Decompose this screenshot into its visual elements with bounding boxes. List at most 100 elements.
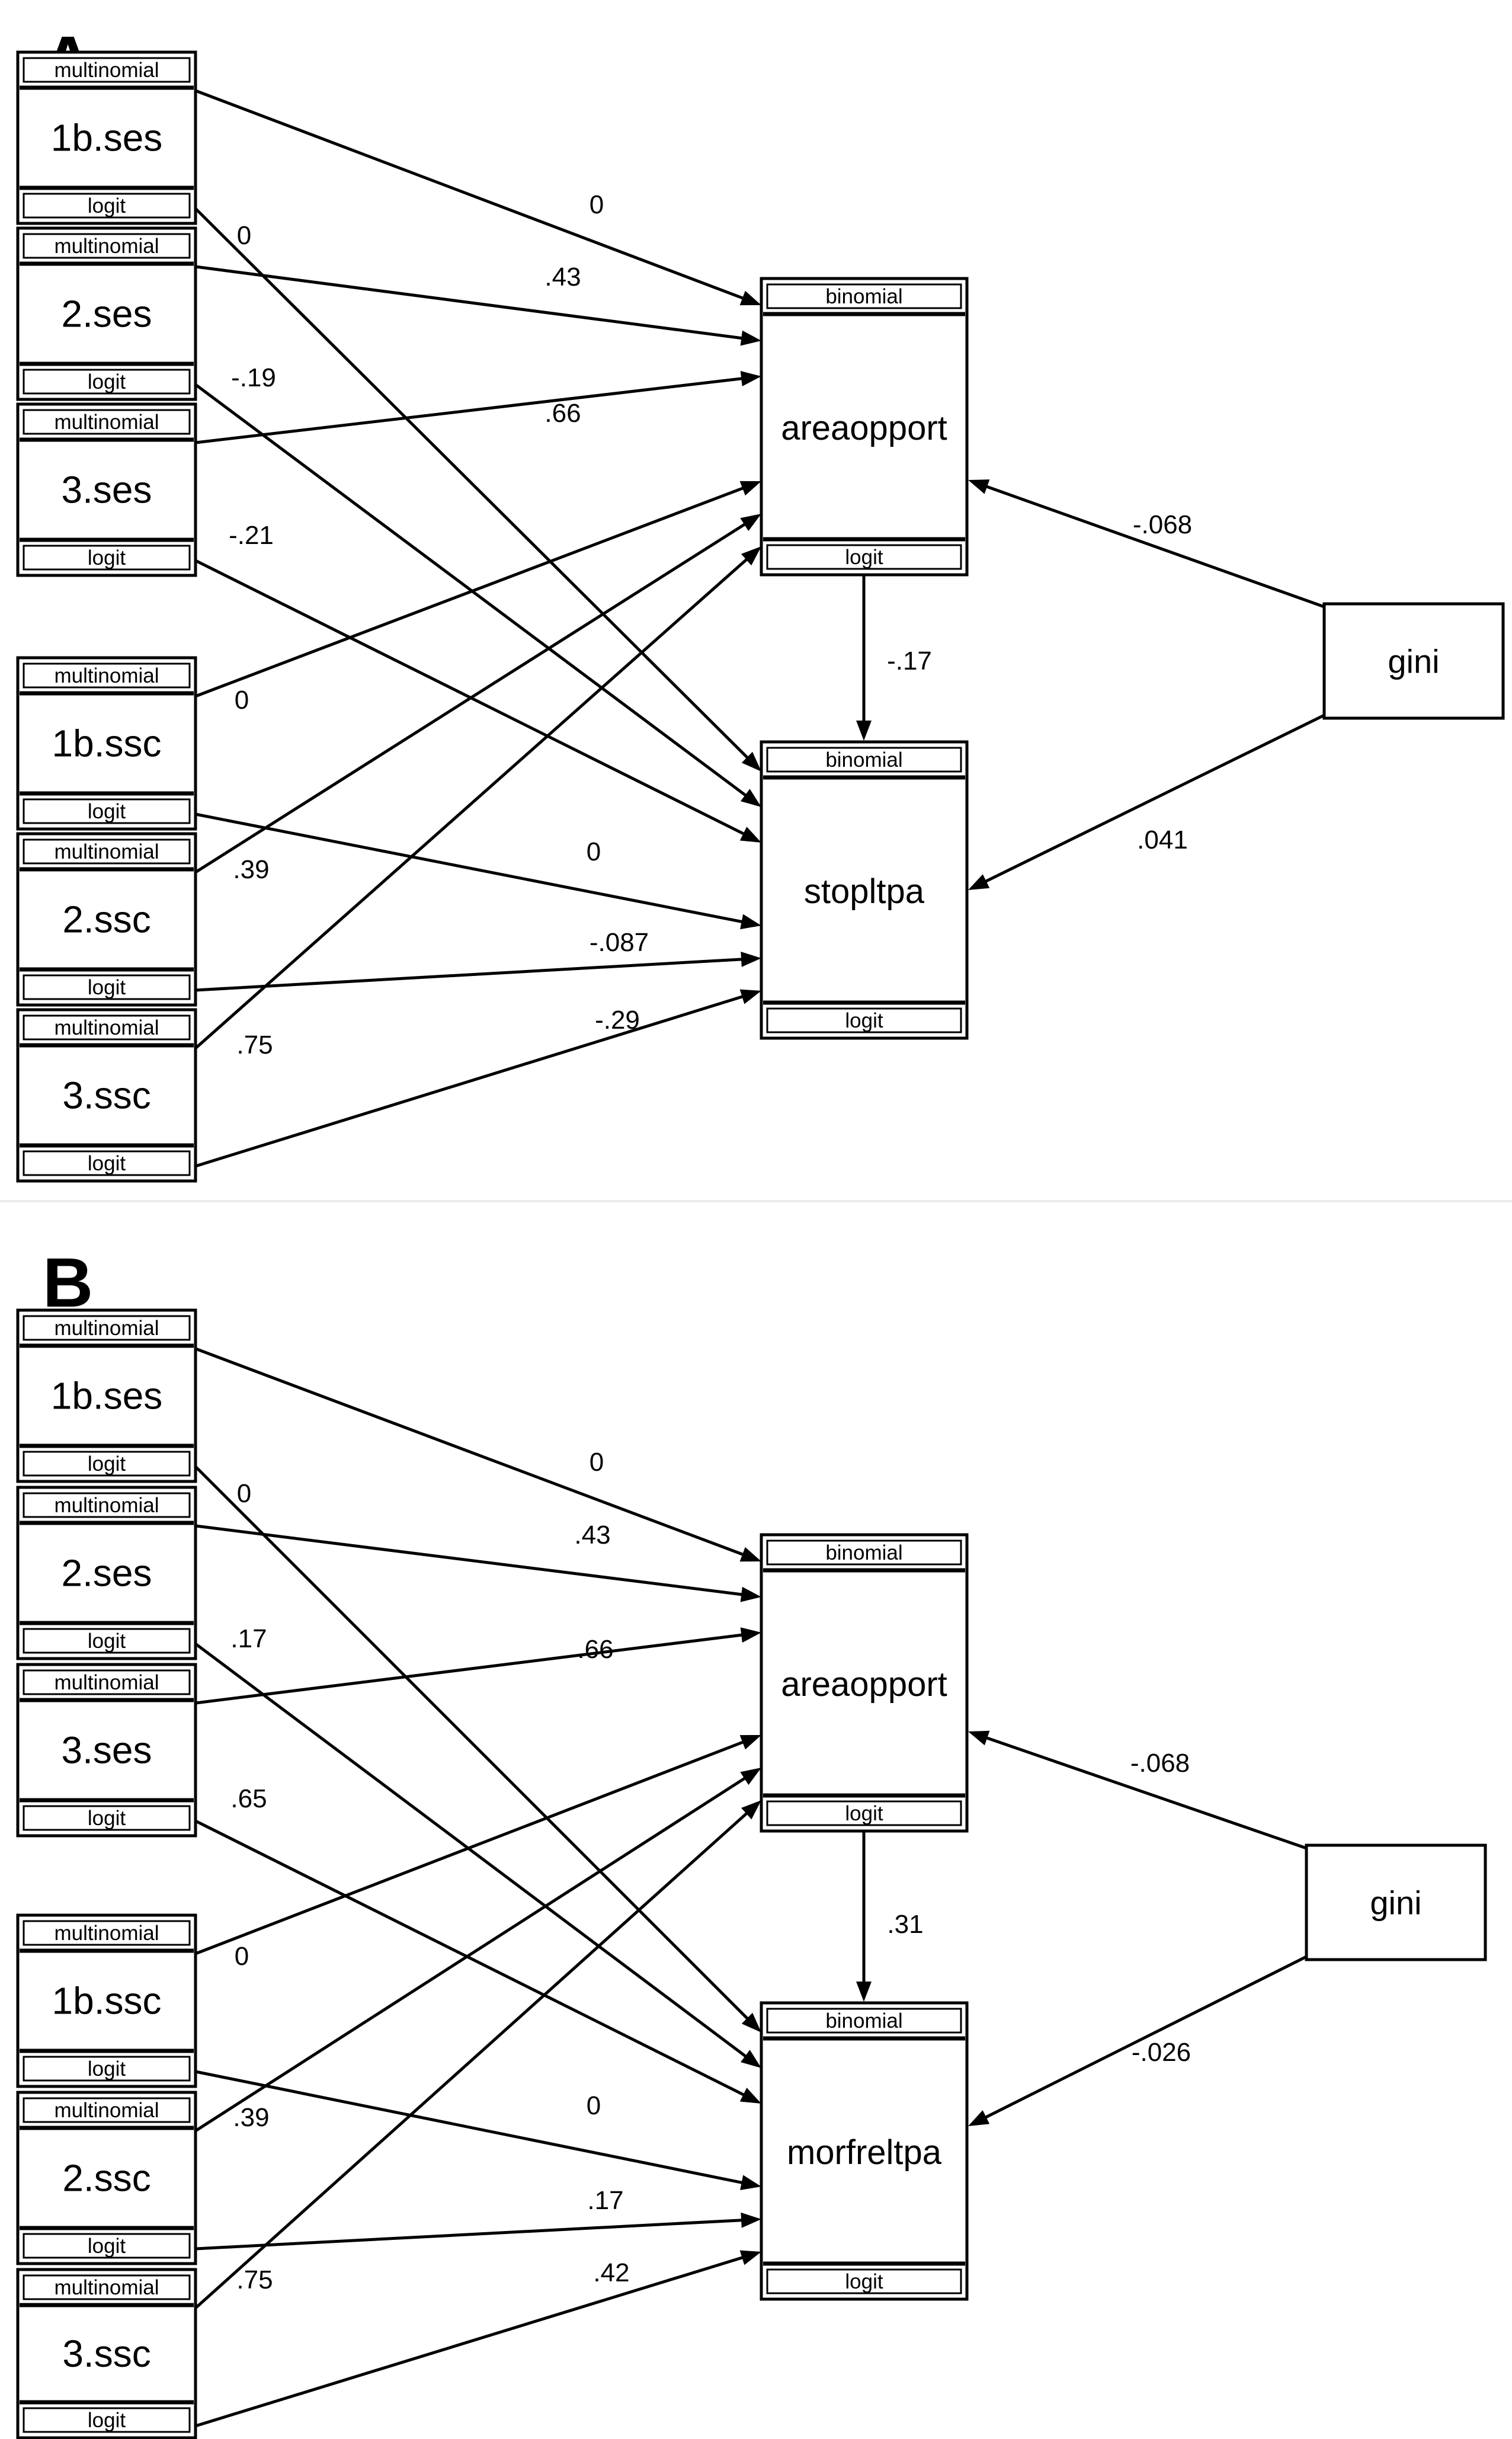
edge-coefficient-ses3-area: .66: [544, 399, 581, 428]
edge-line-ssc2-out: [195, 2218, 745, 2251]
edge-coefficient-ssc3-area: .75: [236, 2265, 273, 2294]
arrowhead-icon-ses1b-area: [739, 290, 761, 306]
top-band-label-out: binomial: [825, 2009, 902, 2032]
bottom-band-box-ssc3: [23, 1150, 191, 1176]
node-box-area: [760, 1533, 969, 1833]
bottom-band-box-ses1b: [23, 193, 191, 219]
top-band-box-area: [766, 283, 962, 309]
arrowhead-icon-ssc3-out: [739, 989, 761, 1004]
node-title-ssc2: 2.ssc: [62, 2157, 150, 2200]
node-ssc3: multinomial logit 3.ssc: [16, 2268, 197, 2439]
bottom-band-label-ses3: logit: [88, 546, 126, 569]
node-box-out: [760, 2001, 969, 2301]
arrowhead-icon-ses3-area: [740, 371, 761, 386]
arrowhead-icon-area-out: [856, 721, 872, 741]
node-box-gini: [1322, 602, 1505, 720]
top-band-box-ssc3: [23, 1014, 191, 1041]
node-title-ses3: 3.ses: [62, 469, 152, 511]
node-title-gini: gini: [1370, 1884, 1421, 1922]
top-band-box-ssc2: [23, 838, 191, 865]
edge-coefficient-ses3-out: .65: [230, 1784, 267, 1813]
arrowhead-icon-ssc3-out: [739, 2250, 761, 2265]
edge-line-ssc1b-out: [195, 812, 746, 924]
edge-line-ssc2-area: [194, 1775, 748, 2133]
node-box-area: [760, 277, 969, 577]
edge-coefficient-gini-area: -.068: [1133, 510, 1192, 539]
edge-line-ses2-area: [195, 1524, 745, 1596]
top-band-label-ses3: multinomial: [55, 411, 159, 434]
edge-coefficient-ses3-out: -.21: [229, 521, 274, 550]
node-title-ses2: 2.ses: [62, 293, 152, 335]
bottom-band-box-ssc2: [23, 974, 191, 1000]
bottom-band-box-ssc3: [23, 2407, 191, 2433]
arrowhead-icon-ses1b-area: [739, 1547, 761, 1562]
edge-coefficient-ssc1b-area: 0: [235, 686, 249, 715]
edge-line-ssc3-area: [194, 1810, 750, 2309]
bottom-band-label-ses2: logit: [88, 370, 126, 393]
edge-line-gini-area: [983, 1735, 1307, 1850]
node-title-ses3: 3.ses: [62, 1729, 152, 1772]
edge-line-ses1b-area: [195, 89, 747, 301]
bottom-band-box-out: [766, 1007, 962, 1033]
node-title-out: stopltpa: [804, 872, 925, 911]
edge-line-ses1b-out: [194, 207, 751, 761]
edge-line-ssc1b-area: [195, 1739, 747, 1955]
edge-coefficient-ses2-area: .43: [544, 263, 581, 292]
node-title-ssc3: 3.ssc: [62, 1074, 150, 1117]
bottom-band-box-ses3: [23, 545, 191, 571]
edge-line-ses3-area: [195, 376, 745, 444]
bottom-band-label-out: logit: [845, 2270, 883, 2293]
bottom-band-label-ssc2: logit: [88, 976, 126, 999]
edge-coefficient-ses1b-area: 0: [590, 190, 604, 219]
arrowhead-icon-ses2-area: [740, 330, 761, 346]
edge-line-ssc3-out: [195, 2255, 746, 2428]
top-band-label-ssc3: multinomial: [55, 2276, 159, 2299]
bottom-band-label-ssc3: logit: [88, 2409, 126, 2432]
bottom-band-box-area: [766, 544, 962, 570]
top-band-label-ses1b: multinomial: [55, 59, 159, 82]
edge-coefficient-ssc2-area: .39: [233, 855, 269, 884]
arrowhead-icon-ses2-out: [740, 789, 761, 807]
top-band-box-ses1b: [23, 1315, 191, 1341]
arrowhead-icon-ses2-out: [740, 2050, 761, 2068]
top-band-label-ssc1b: multinomial: [55, 1922, 159, 1945]
node-title-ssc1b: 1b.ssc: [52, 722, 162, 765]
top-band-label-area: binomial: [825, 285, 902, 308]
bottom-band-label-ses1b: logit: [88, 1452, 126, 1475]
edge-coefficient-gini-area: -.068: [1130, 1749, 1190, 1778]
edge-coefficient-ssc1b-out: 0: [587, 2091, 601, 2120]
edge-line-ses2-out: [194, 1642, 749, 2060]
panel-b: B0.43.660.17.650.39.750.17.42.31-.068-.0…: [16, 1244, 1487, 2439]
arrowhead-icon-ssc2-out: [741, 2212, 761, 2228]
bottom-band-label-ses2: logit: [88, 1630, 126, 1653]
arrowhead-icon-ses3-out: [739, 827, 761, 843]
edge-coefficient-area-out: -.17: [887, 646, 932, 676]
edge-line-ssc1b-out: [195, 2070, 746, 2185]
bottom-band-box-ses2: [23, 369, 191, 395]
node-title-ses1b: 1b.ses: [51, 117, 163, 159]
bottom-band-label-ssc3: logit: [88, 1152, 126, 1175]
bottom-band-box-ses2: [23, 1628, 191, 1654]
top-band-box-ses3: [23, 409, 191, 435]
edge-coefficient-ssc1b-out: 0: [587, 837, 601, 866]
edge-line-gini-out: [982, 1955, 1308, 2120]
edge-coefficient-ssc3-area: .75: [236, 1030, 273, 1060]
bottom-band-box-ssc2: [23, 2233, 191, 2259]
edge-coefficient-ssc3-out: -.29: [595, 1006, 640, 1035]
top-band-label-out: binomial: [825, 748, 902, 772]
node-title-ssc3: 3.ssc: [62, 2332, 150, 2375]
edge-line-ses3-out: [194, 1819, 748, 2098]
edge-line-ssc1b-area: [195, 485, 747, 698]
edge-coefficient-ses2-area: .43: [574, 1521, 610, 1550]
edge-line-ssc3-area: [194, 556, 750, 1049]
edge-coefficient-ssc3-out: .42: [593, 2258, 629, 2287]
